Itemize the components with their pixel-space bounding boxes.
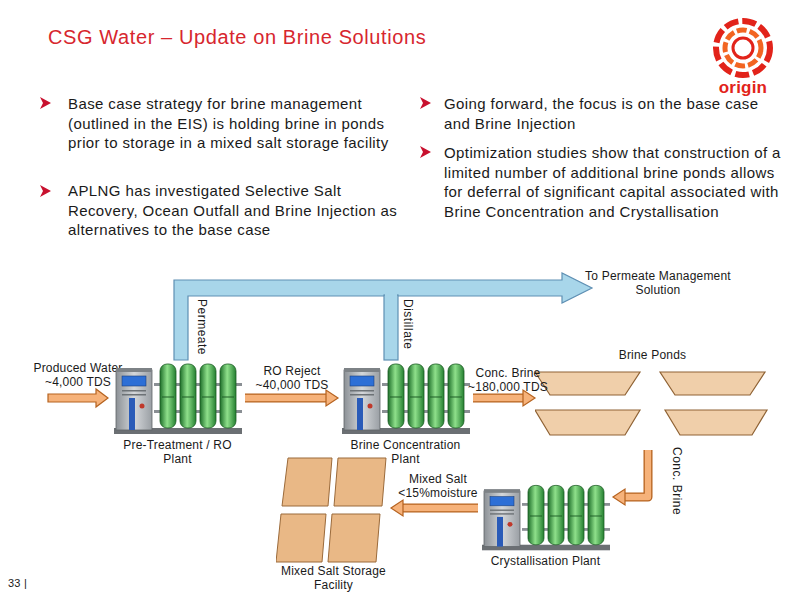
flow-arrow xyxy=(245,390,338,406)
arrow-head xyxy=(613,489,625,505)
arrow-shaft xyxy=(473,395,524,401)
page-number: 33 | xyxy=(8,576,27,590)
bullet-marker xyxy=(40,185,51,197)
node-label: Mixed Salt Storage Facility xyxy=(276,564,391,592)
arrow-outline xyxy=(402,504,478,513)
node-art xyxy=(478,478,613,554)
bullet-text: Optimization studies show that construct… xyxy=(444,143,784,221)
destination-label: To Permeate Management Solution xyxy=(578,269,738,297)
plant-node: Pre-Treatment / RO Plant xyxy=(110,356,245,466)
flow-arrow xyxy=(391,500,478,516)
arrow-outline xyxy=(473,394,524,403)
arrow-head xyxy=(326,390,338,406)
flow-label: Mixed Salt <15%moisture xyxy=(394,472,482,500)
logo-text: origin xyxy=(708,78,778,98)
node-art xyxy=(535,362,770,450)
plant-illustration xyxy=(338,356,473,438)
flow-label: Permeate xyxy=(195,299,209,355)
flow-label: Distillate xyxy=(401,299,415,349)
flow-label: RO Reject ~40,000 TDS xyxy=(246,364,338,392)
permeate-block-arrow xyxy=(174,273,592,360)
bullet-marker xyxy=(420,97,431,109)
bullet-text: APLNG has investigated Selective Salt Re… xyxy=(68,181,403,240)
node-art xyxy=(276,456,391,564)
plant-illustration xyxy=(110,356,245,438)
arrow-shaft xyxy=(402,505,478,511)
arrow-shaft xyxy=(624,450,648,497)
node-label: Brine Ponds xyxy=(535,348,770,362)
storage-illustration xyxy=(276,456,391,564)
bullet-marker xyxy=(420,146,431,158)
node-art xyxy=(338,356,473,438)
arrow-outline xyxy=(245,394,327,403)
logo-mark xyxy=(716,21,770,75)
node-art xyxy=(110,356,245,438)
node-label: Pre-Treatment / RO Plant xyxy=(110,438,245,466)
arrow-head xyxy=(391,500,403,516)
plant-node: Crystallisation Plant xyxy=(478,478,613,568)
distillate-shaft xyxy=(384,295,398,360)
flow-arrow xyxy=(613,450,648,505)
ponds-illustration xyxy=(535,362,770,450)
arrow-shaft xyxy=(245,395,327,401)
arrow-outline xyxy=(624,450,648,497)
bullet-text: Going forward, the focus is on the base … xyxy=(444,94,774,133)
node-label: Crystallisation Plant xyxy=(478,554,613,568)
plant-illustration xyxy=(478,478,613,554)
produced-water-arrow xyxy=(48,389,108,407)
flow-label: Conc. Brine ~180,000 TDS xyxy=(461,366,555,394)
pond-group: Brine Ponds xyxy=(535,348,770,450)
plant-node: Brine Concentration Plant xyxy=(338,356,473,466)
flow-label: Produced Water ~4,000 TDS xyxy=(26,361,130,389)
storage-facility: Mixed Salt Storage Facility xyxy=(276,456,391,592)
junction-cover xyxy=(385,293,397,298)
permeate-arrow xyxy=(174,273,592,360)
flow-label: Conc. Brine xyxy=(670,447,684,515)
bullet-text: Base case strategy for brine management … xyxy=(68,94,398,153)
bullet-marker xyxy=(40,97,51,109)
slide-title: CSG Water – Update on Brine Solutions xyxy=(48,26,426,49)
